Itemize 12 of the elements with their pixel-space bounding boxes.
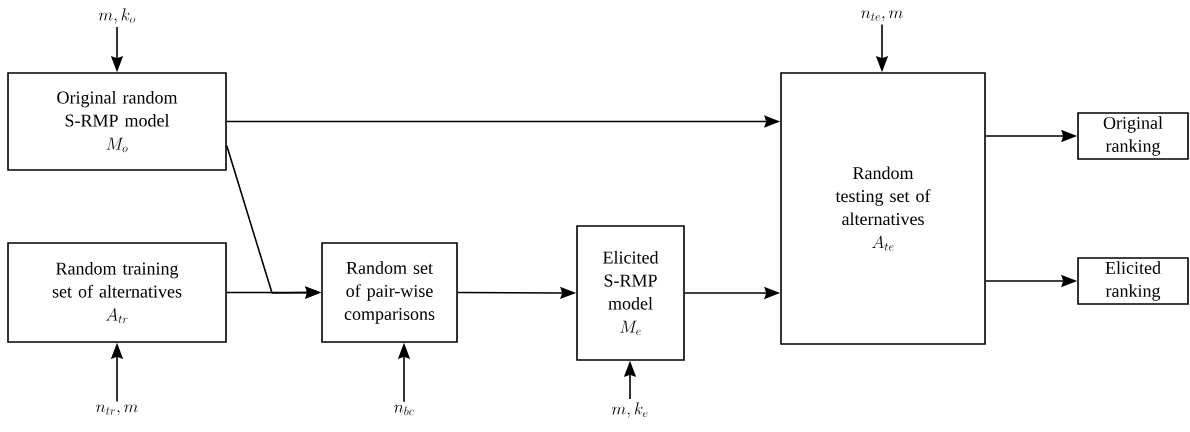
input-label: $n_{tr}, m$ (96, 404, 138, 416)
process-box: Random testing set of alternatives $A_{te}$ (780, 72, 986, 345)
process-box: Elicited ranking (1077, 257, 1189, 305)
input-label: $m, k_o$ (98, 8, 135, 24)
process-box: Original random S-RMP model $M_o$ (7, 72, 227, 171)
process-box: Original ranking (1077, 112, 1189, 160)
input-label: $n_{bc}$ (394, 404, 414, 416)
process-box: Elicited S-RMP model $M_e$ (576, 225, 685, 361)
input-label: $n_{te}, m$ (861, 10, 903, 22)
process-box: Random training set of alternatives $A_{tr}$ (7, 242, 227, 343)
input-label: $m, k_e$ (611, 402, 648, 418)
process-box: Random set of pair-wise comparisons (321, 242, 458, 343)
